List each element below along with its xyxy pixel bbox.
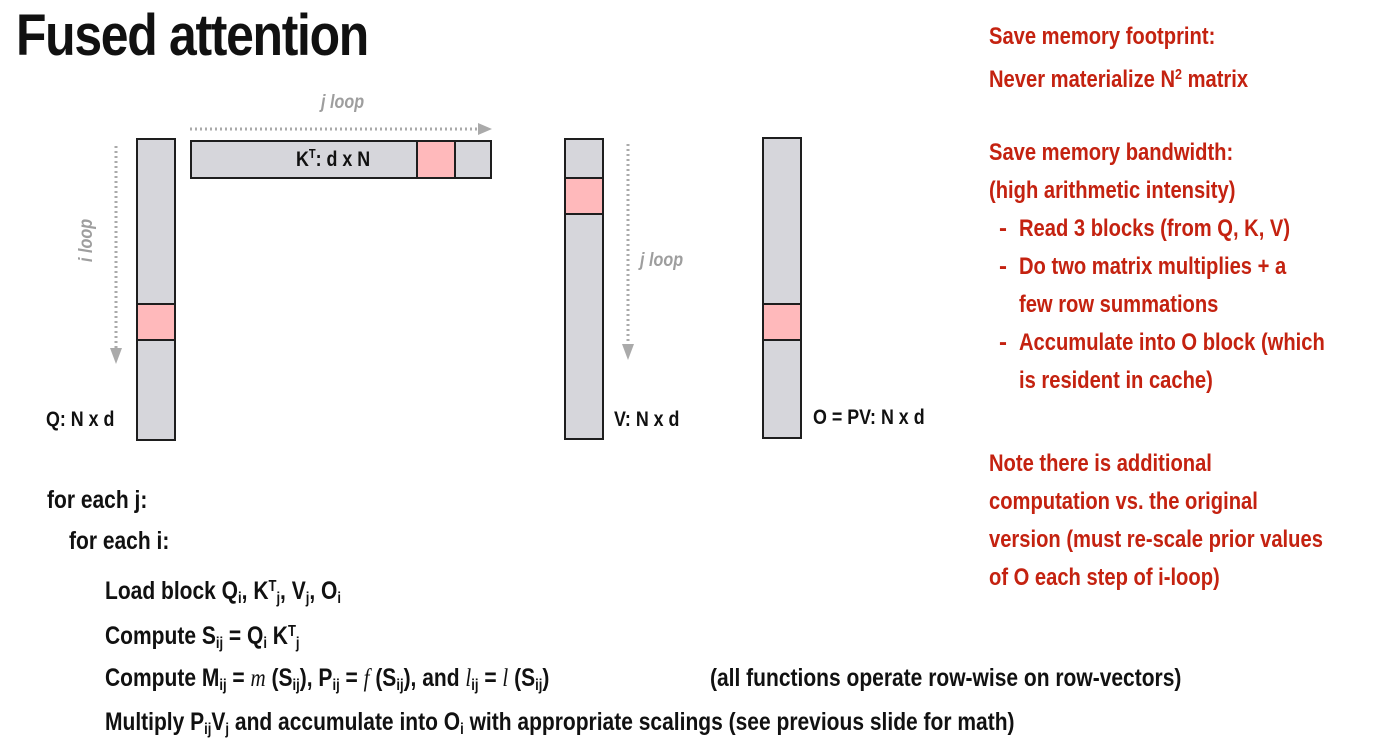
code-for-i: for each i: bbox=[69, 527, 170, 555]
o-block bbox=[762, 303, 802, 341]
q-block bbox=[136, 303, 176, 341]
v-block bbox=[564, 177, 604, 215]
bandwidth-note: Save memory bandwidth: (high arithmetic … bbox=[989, 134, 1378, 400]
additional-computation-note: Note there is additional computation vs.… bbox=[989, 450, 1323, 591]
i-loop-arrow bbox=[110, 146, 122, 364]
bullet-read-blocks: - Read 3 blocks (from Q, K, V) bbox=[999, 215, 1291, 242]
code-compute-m: Compute Mij = m (Sij), Pij = f (Sij), an… bbox=[105, 664, 550, 694]
j-loop-arrow-side bbox=[622, 144, 634, 360]
footprint-note: Save memory footprint: Never materialize… bbox=[989, 23, 1249, 93]
o-matrix bbox=[762, 137, 802, 439]
v-label: V: N x d bbox=[614, 408, 680, 431]
bullet-accumulate: - Accumulate into O block (which is resi… bbox=[999, 329, 1325, 394]
j-loop-arrow-top bbox=[190, 123, 492, 135]
kt-block bbox=[416, 140, 456, 179]
q-matrix bbox=[136, 138, 176, 441]
o-label: O = PV: N x d bbox=[813, 406, 925, 429]
code-compute-s: Compute Sij = Qi KTj bbox=[105, 622, 300, 652]
kt-label: KT: d x N bbox=[296, 146, 371, 171]
j-loop-label-top: j loop bbox=[321, 92, 365, 113]
bullet-matrix-multiplies: - Do two matrix multiplies + a few row s… bbox=[999, 253, 1287, 318]
code-for-j: for each j: bbox=[47, 486, 148, 514]
page-title: Fused attention bbox=[16, 3, 369, 68]
code-load-block: Load block Qi, KTj, Vj, Oi bbox=[105, 577, 342, 607]
q-label: Q: N x d bbox=[46, 408, 115, 431]
code-compute-note: (all functions operate row-wise on row-v… bbox=[710, 664, 1182, 692]
i-loop-label: i loop bbox=[76, 218, 97, 262]
code-multiply: Multiply PijVj and accumulate into Oi wi… bbox=[105, 708, 1015, 738]
j-loop-label-side: j loop bbox=[640, 250, 684, 271]
